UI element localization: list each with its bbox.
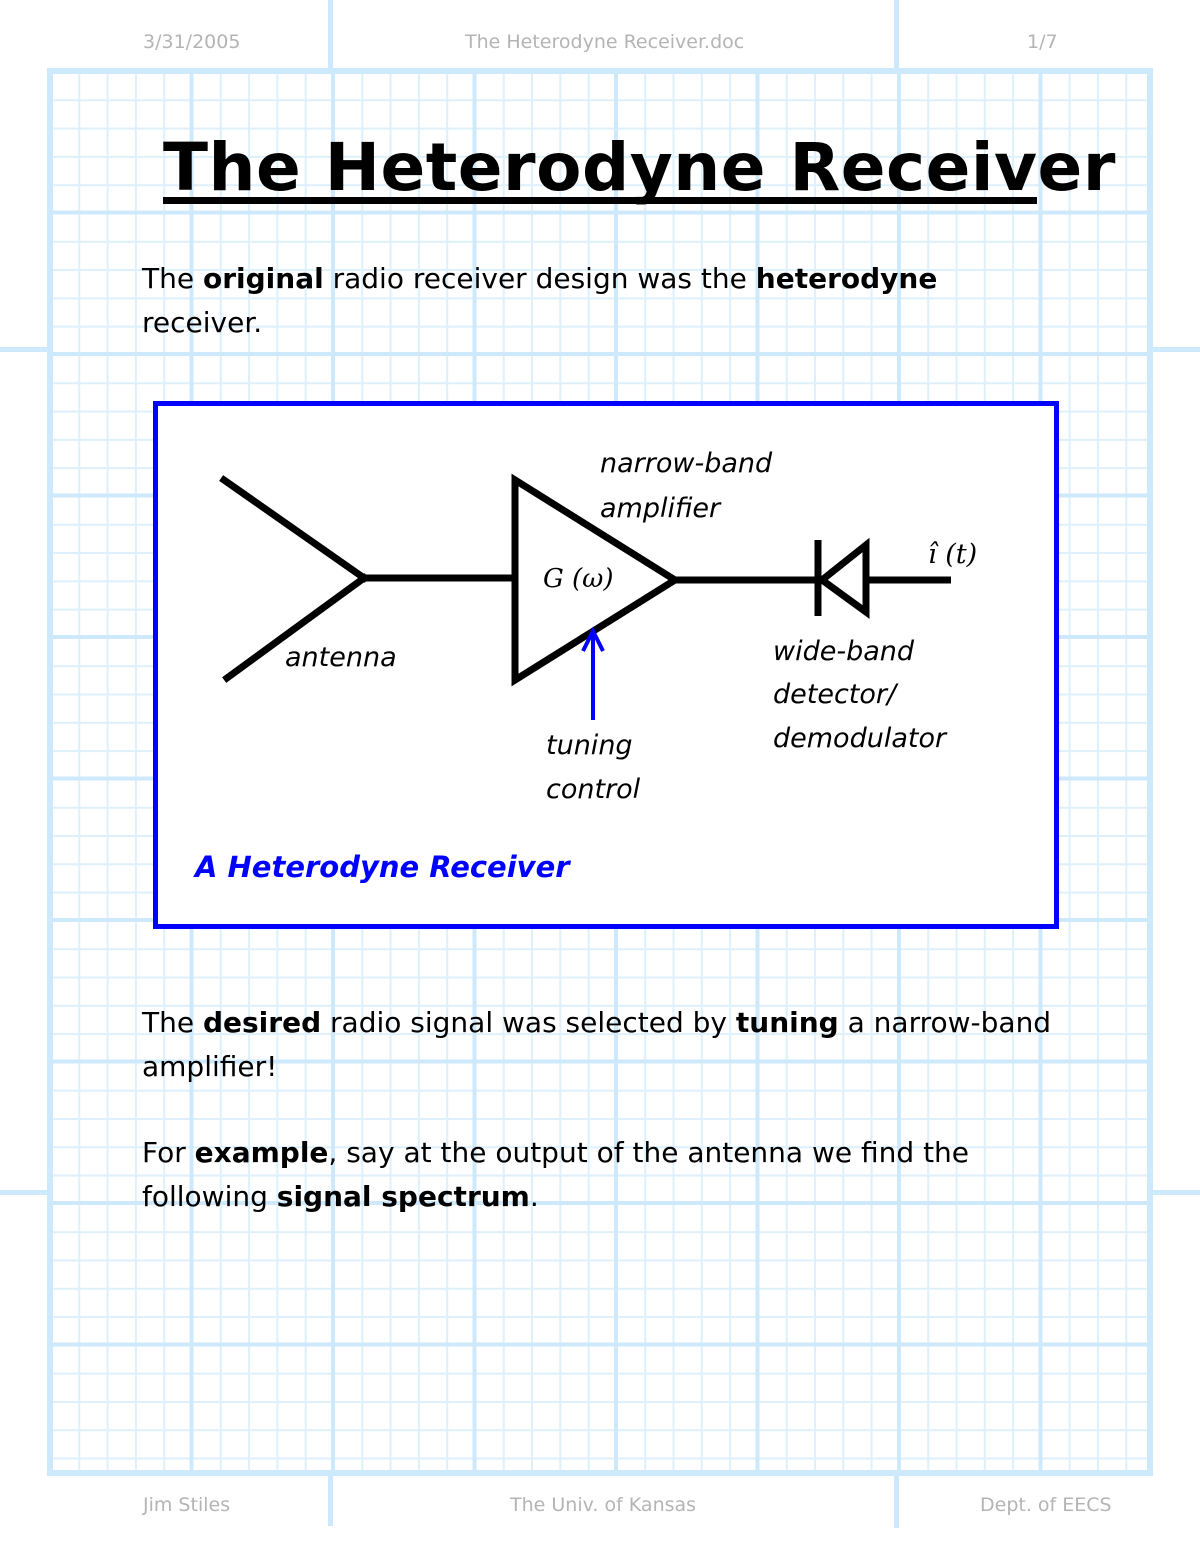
paragraph-intro: The original radio receiver design was t… [142,257,937,345]
label-amplifier-line2: amplifier [600,493,721,524]
label-output-current: î (t) [928,539,978,570]
label-amplifier-line1: narrow-band [600,448,773,479]
footer-institution: The Univ. of Kansas [510,1494,697,1516]
text: The [142,1006,203,1039]
emphasis-signal-spectrum: signal spectrum [276,1180,530,1213]
figure-frame [153,401,1059,929]
label-tuning-line1: tuning [546,730,633,761]
figure-caption: A Heterodyne Receiver [195,850,570,884]
amplifier-icon [511,473,682,687]
text: a narrow-band [838,1006,1052,1039]
text: receiver. [142,306,263,339]
paragraph-tuning: The desired radio signal was selected by… [142,1001,1051,1089]
emphasis-heterodyne: heterodyne [755,262,938,295]
label-gain: G (ω) [543,564,614,594]
text: . [529,1180,539,1213]
antenna-icon [219,475,369,683]
header-page-number: 1/7 [1027,31,1058,53]
emphasis-example: example [194,1136,329,1169]
title-underline [163,197,1037,204]
page-title: The Heterodyne Receiver [163,129,1116,206]
label-detector-line3: demodulator [773,723,947,754]
text: radio receiver design was the [323,262,756,295]
label-detector-line2: detector/ [773,679,897,710]
diode-icon [814,537,951,619]
label-antenna: antenna [285,642,397,673]
tuning-arrow-icon [581,626,605,720]
label-detector-line1: wide-band [773,636,915,667]
emphasis-original: original [202,262,324,295]
text: The [142,262,203,295]
label-tuning-line2: control [546,774,641,805]
emphasis-tuning: tuning [735,1006,839,1039]
text: radio signal was selected by [321,1006,736,1039]
text: following [142,1180,277,1213]
text: , say at the output of the antenna we fi… [328,1136,970,1169]
footer-department: Dept. of EECS [980,1494,1112,1516]
paragraph-example: For example, say at the output of the an… [142,1131,969,1219]
header-date: 3/31/2005 [143,31,241,53]
footer-author: Jim Stiles [143,1494,231,1516]
header-filename: The Heterodyne Receiver.doc [465,31,745,53]
text: For [142,1136,195,1169]
text: amplifier! [142,1050,278,1083]
emphasis-desired: desired [202,1006,322,1039]
